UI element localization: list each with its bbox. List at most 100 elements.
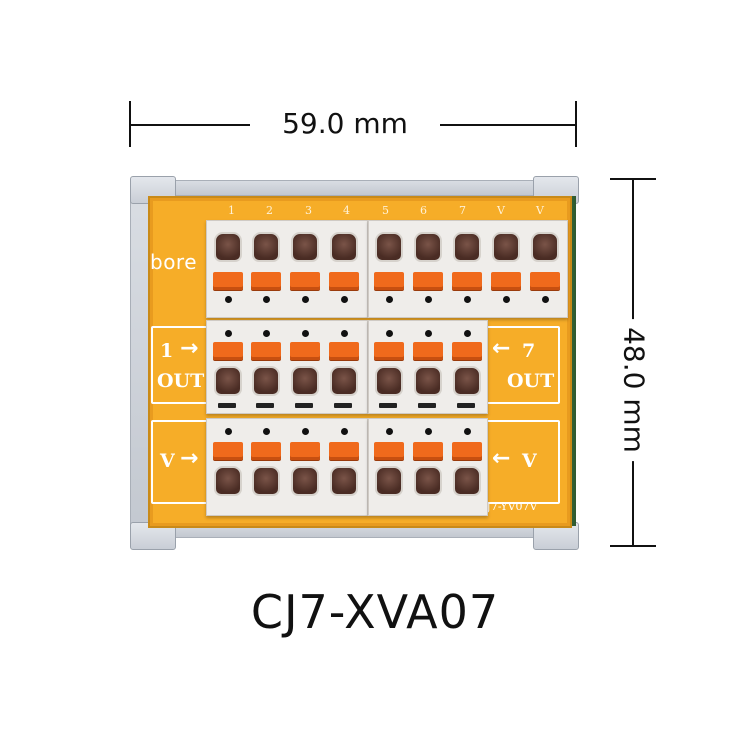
orange-lever <box>374 272 404 290</box>
latch-bar <box>457 403 475 408</box>
orange-lever <box>413 442 443 460</box>
top-terminal-number: V <box>497 204 505 217</box>
out-label-number-left: 1 <box>160 340 174 362</box>
test-point-dot <box>464 330 471 337</box>
wire-entry-hole <box>330 232 358 262</box>
orange-lever <box>251 272 281 290</box>
test-point-dot <box>225 296 232 303</box>
wire-entry-hole <box>291 466 319 496</box>
arrow-right-icon: → <box>180 336 199 361</box>
orange-lever <box>491 272 521 290</box>
orange-lever <box>413 342 443 360</box>
orange-lever <box>213 342 243 360</box>
test-point-dot <box>302 428 309 435</box>
v-label-right: V <box>522 450 537 472</box>
wire-entry-hole <box>291 232 319 262</box>
wire-entry-hole <box>414 466 442 496</box>
wire-entry-hole <box>214 366 242 396</box>
top-terminal-number: 2 <box>266 204 273 217</box>
wire-entry-hole <box>214 466 242 496</box>
wire-entry-hole <box>330 466 358 496</box>
product-title: CJ7-XVA07 <box>250 585 500 639</box>
v-label-left: V <box>160 450 175 472</box>
test-point-dot <box>386 330 393 337</box>
height-dimension-bottom-tick <box>610 545 656 547</box>
orange-lever <box>251 342 281 360</box>
test-point-dot <box>341 330 348 337</box>
orange-lever <box>329 442 359 460</box>
orange-lever <box>213 272 243 290</box>
test-point-dot <box>225 330 232 337</box>
wire-entry-hole <box>214 232 242 262</box>
wire-entry-hole <box>330 366 358 396</box>
top-terminal-number: 5 <box>382 204 389 217</box>
arrow-left-icon: ← <box>492 336 511 361</box>
wire-entry-hole <box>252 466 280 496</box>
orange-lever <box>374 342 404 360</box>
test-point-dot <box>302 330 309 337</box>
orange-lever <box>290 272 320 290</box>
rail-top <box>150 180 562 196</box>
height-dimension-label: 48.0 mm <box>617 319 651 461</box>
test-point-dot <box>503 296 510 303</box>
latch-bar <box>218 403 236 408</box>
test-point-dot <box>425 330 432 337</box>
orange-lever <box>329 272 359 290</box>
wire-entry-hole <box>453 466 481 496</box>
orange-lever <box>452 442 482 460</box>
wire-entry-hole <box>375 366 403 396</box>
orange-lever <box>213 442 243 460</box>
wire-entry-hole <box>492 232 520 262</box>
wire-entry-hole <box>375 232 403 262</box>
orange-lever <box>251 442 281 460</box>
test-point-dot <box>425 428 432 435</box>
wire-entry-hole <box>414 366 442 396</box>
wire-entry-hole <box>453 232 481 262</box>
wire-entry-hole <box>291 366 319 396</box>
wire-entry-hole <box>252 366 280 396</box>
latch-bar <box>334 403 352 408</box>
top-terminal-number: 7 <box>459 204 466 217</box>
out-label-text-right: OUT <box>507 370 555 392</box>
top-terminal-number: 3 <box>305 204 312 217</box>
test-point-dot <box>542 296 549 303</box>
out-label-text-left: OUT <box>157 370 205 392</box>
latch-bar <box>379 403 397 408</box>
top-terminal-number: V <box>536 204 544 217</box>
brand-logo: bore <box>150 250 198 274</box>
height-dimension-top-tick <box>610 178 656 180</box>
orange-lever <box>290 342 320 360</box>
wire-entry-hole <box>531 232 559 262</box>
wire-entry-hole <box>375 466 403 496</box>
wire-entry-hole <box>414 232 442 262</box>
test-point-dot <box>225 428 232 435</box>
orange-lever <box>329 342 359 360</box>
width-dimension-left-tick <box>129 101 131 147</box>
orange-lever <box>413 272 443 290</box>
wire-entry-hole <box>252 232 280 262</box>
orange-lever <box>374 442 404 460</box>
height-dimension-label-box: 48.0 mm <box>594 319 674 461</box>
orange-lever <box>530 272 560 290</box>
top-terminal-number: 1 <box>228 204 235 217</box>
latch-bar <box>418 403 436 408</box>
out-label-number-right: 7 <box>522 340 536 362</box>
orange-lever <box>290 442 320 460</box>
test-point-dot <box>425 296 432 303</box>
width-dimension-label: 59.0 mm <box>250 104 440 144</box>
test-point-dot <box>302 296 309 303</box>
test-point-dot <box>263 428 270 435</box>
latch-bar <box>295 403 313 408</box>
test-point-dot <box>464 296 471 303</box>
arrow-left-icon: ← <box>492 446 511 471</box>
test-point-dot <box>263 330 270 337</box>
latch-bar <box>256 403 274 408</box>
test-point-dot <box>386 428 393 435</box>
top-terminal-number: 4 <box>343 204 350 217</box>
arrow-right-icon: → <box>180 446 199 471</box>
test-point-dot <box>341 428 348 435</box>
orange-lever <box>452 342 482 360</box>
test-point-dot <box>386 296 393 303</box>
width-dimension-right-tick <box>575 101 577 147</box>
wire-entry-hole <box>453 366 481 396</box>
